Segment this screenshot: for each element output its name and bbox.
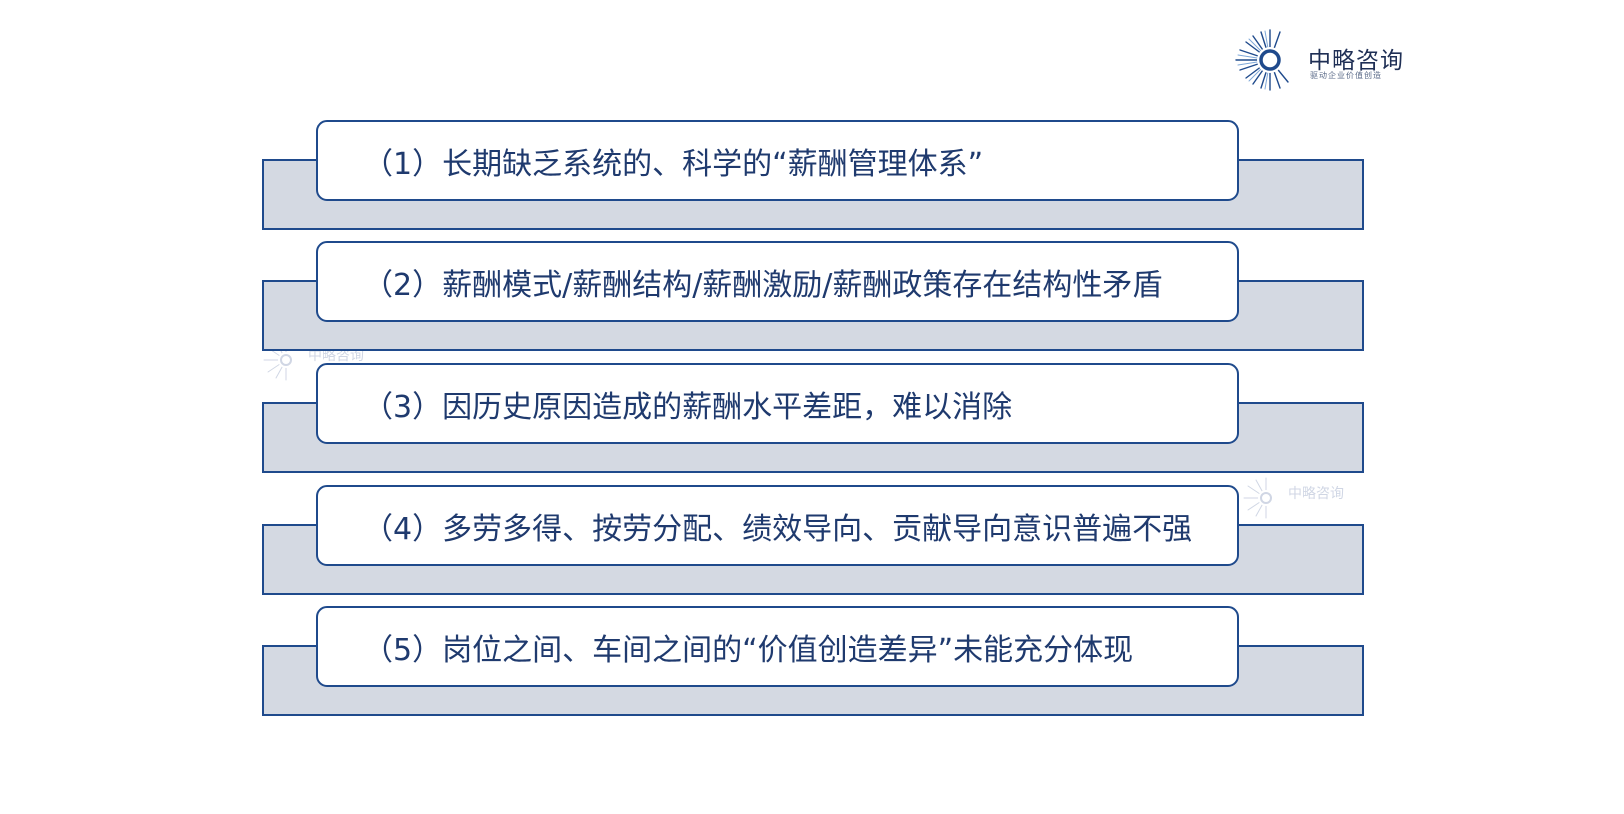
starburst-logo-icon xyxy=(1235,29,1289,91)
logo-name: 中略咨询 xyxy=(1308,48,1404,74)
issue-text: （1）长期缺乏系统的、科学的“薪酬管理体系” xyxy=(363,146,984,182)
issue-card: （1）长期缺乏系统的、科学的“薪酬管理体系” xyxy=(316,120,1239,201)
issue-card: （4）多劳多得、按劳分配、绩效导向、贡献导向意识普遍不强 xyxy=(316,485,1239,566)
issue-row-2: （2）薪酬模式/薪酬结构/薪酬激励/薪酬政策存在结构性矛盾 xyxy=(262,241,1364,351)
issue-text: （4）多劳多得、按劳分配、绩效导向、贡献导向意识普遍不强 xyxy=(363,511,1193,547)
issue-row-3: （3）因历史原因造成的薪酬水平差距，难以消除 xyxy=(262,363,1364,473)
starburst-watermark-icon xyxy=(1243,477,1274,519)
issue-row-1: （1）长期缺乏系统的、科学的“薪酬管理体系” xyxy=(262,120,1364,230)
issue-card: （2）薪酬模式/薪酬结构/薪酬激励/薪酬政策存在结构性矛盾 xyxy=(316,241,1239,322)
issue-row-5: （5）岗位之间、车间之间的“价值创造差异”未能充分体现 xyxy=(262,606,1364,716)
watermark-name: 中略咨询 xyxy=(1288,486,1344,502)
logo-tagline: 驱动企业价值创造 xyxy=(1310,71,1382,80)
company-logo: 中略咨询 驱动企业价值创造 xyxy=(1234,28,1424,92)
watermark-name: 中略咨询 xyxy=(308,348,364,364)
issue-text: （5）岗位之间、车间之间的“价值创造差异”未能充分体现 xyxy=(363,632,1134,668)
issue-card: （3）因历史原因造成的薪酬水平差距，难以消除 xyxy=(316,363,1239,444)
issue-text: （2）薪酬模式/薪酬结构/薪酬激励/薪酬政策存在结构性矛盾 xyxy=(363,267,1163,303)
watermark-logo: 中略咨询 xyxy=(1242,476,1362,520)
issue-text: （3）因历史原因造成的薪酬水平差距，难以消除 xyxy=(363,389,1013,425)
issue-card: （5）岗位之间、车间之间的“价值创造差异”未能充分体现 xyxy=(316,606,1239,687)
issue-row-4: （4）多劳多得、按劳分配、绩效导向、贡献导向意识普遍不强 xyxy=(262,485,1364,595)
